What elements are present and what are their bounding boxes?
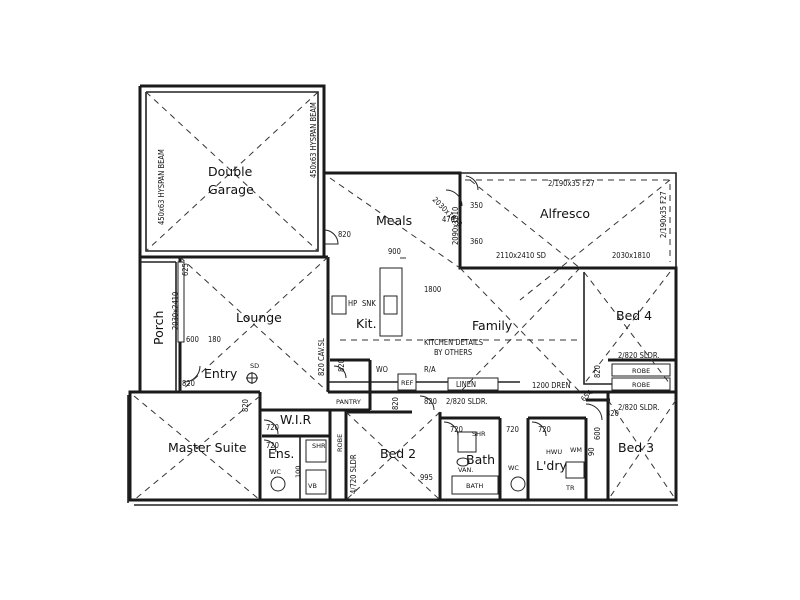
dim-1200-dren: 1200 DREN	[532, 381, 571, 390]
room-label-bed2: Bed 2	[380, 446, 416, 461]
kitchen-note-line1: KITCHEN DETAILS	[424, 338, 483, 347]
robe-slider-4-720: 4/720 SLDR	[349, 454, 358, 494]
smoke-detector-label: SD	[250, 362, 259, 370]
dim-820-entry: 820	[182, 379, 195, 388]
door-swings	[183, 175, 603, 453]
slider-2-820-bed3: 2/820 SLDR.	[618, 403, 659, 412]
room-labels: Double Garage Meals Alfresco Lounge Porc…	[151, 164, 654, 473]
kitchen-sink-label: SNK	[362, 299, 376, 308]
dim-350: 350	[470, 201, 483, 210]
slider-2-820: 2/820 SLDR.	[446, 397, 487, 406]
bathtub-label: BATH	[466, 482, 483, 490]
dim-720-bath: 720	[450, 425, 463, 434]
room-label-ens: Ens.	[268, 446, 294, 461]
window-2090x1810: 2090x1810	[451, 207, 460, 245]
dimension-labels: 450x63 HYSPAN BEAM 450x63 HYSPAN BEAM 2/…	[157, 102, 668, 494]
wc-label-ens: WC	[270, 468, 281, 476]
room-label-alfresco: Alfresco	[540, 206, 590, 221]
vanity-label: VAN.	[458, 466, 473, 474]
room-label-bed4: Bed 4	[616, 308, 652, 323]
room-label-pantry: PANTRY	[336, 398, 361, 406]
alfresco-beam-label: 2/190x35 F27	[548, 179, 595, 188]
door-2030x2410: 2030x2410	[171, 292, 180, 330]
dim-720-wc: 720	[506, 425, 519, 434]
room-label-bed3: Bed 3	[618, 440, 654, 455]
dim-360: 360	[470, 237, 483, 246]
cavity-slider-label: 820 CAV.SL	[317, 338, 326, 376]
room-label-bath: Bath	[466, 452, 495, 467]
dim-820-meals: 820	[338, 230, 351, 239]
slider-2-820-bed4: 2/820 SLDR.	[618, 351, 659, 360]
dim-470: 470	[442, 215, 455, 224]
room-label-meals: Meals	[376, 213, 412, 228]
vanity-basin-label: VB	[308, 482, 317, 490]
dim-900: 900	[388, 247, 401, 256]
dim-625: 625	[181, 263, 190, 276]
shower-label-bath: SHR	[472, 430, 486, 438]
room-label-porch: Porch	[151, 311, 166, 345]
fridge-label: REF	[401, 379, 414, 387]
washing-machine-label: WM	[570, 446, 582, 454]
room-label-ldry: L'dry	[536, 458, 567, 473]
robe-label-1: ROBE	[632, 367, 650, 375]
dim-820-bed3: 820	[606, 409, 619, 418]
return-air-label: R/A	[424, 365, 436, 374]
room-label-master-suite: Master Suite	[168, 440, 247, 455]
room-label-family: Family	[472, 318, 513, 333]
dim-820-pantry: 820	[337, 359, 346, 372]
dim-100: 100	[294, 466, 302, 478]
dim-820-hall: 820	[424, 397, 437, 406]
beam-label-left: 450x63 HYSPAN BEAM	[157, 149, 166, 225]
smoke-detector-icon	[246, 372, 258, 384]
robe-label-2: ROBE	[632, 381, 650, 389]
dim-1800: 1800	[424, 285, 441, 294]
dim-820-master: 820	[241, 399, 250, 412]
window-2030x1810: 2030x1810	[612, 251, 650, 260]
room-label-double: Double	[208, 164, 253, 179]
room-label-wir: W.I.R	[280, 412, 312, 427]
dim-820-bed4: 820	[593, 365, 602, 378]
room-label-linen: LINEN	[456, 380, 476, 389]
roof-lines	[133, 91, 677, 501]
hot-water-unit-label: HWU	[546, 448, 562, 456]
dim-720-ldry: 720	[538, 425, 551, 434]
room-label-lounge: Lounge	[236, 310, 282, 325]
alfresco-beam-label-right: 2/190x35 F27	[659, 191, 668, 238]
dim-720-ens: 720	[266, 441, 279, 450]
dim-820-bed2: 820	[391, 397, 400, 410]
shower-label-ens: SHR	[312, 442, 326, 450]
wc-label-bath: WC	[508, 464, 519, 472]
room-label-entry: Entry	[204, 366, 238, 381]
beam-label-right: 450x63 HYSPAN BEAM	[309, 102, 318, 178]
room-label-garage: Garage	[208, 182, 254, 197]
dim-600-bed3: 600	[593, 427, 602, 440]
dim-90: 90	[587, 447, 596, 456]
dim-720-wir: 720	[266, 423, 279, 432]
robe-label-bed2: ROBE	[336, 434, 344, 452]
door-2110x2410: 2110x2410 SD	[496, 251, 546, 260]
room-label-kit: Kit.	[356, 316, 377, 331]
dim-995: 995	[420, 473, 433, 482]
wall-oven-label: WO	[376, 365, 388, 374]
kitchen-hp-label: HP	[348, 299, 357, 308]
trough-label: TR	[565, 484, 575, 492]
internal-walls	[130, 173, 676, 500]
dim-600: 600	[186, 335, 199, 344]
dim-180: 180	[208, 335, 221, 344]
kitchen-note-line2: BY OTHERS	[434, 348, 472, 357]
